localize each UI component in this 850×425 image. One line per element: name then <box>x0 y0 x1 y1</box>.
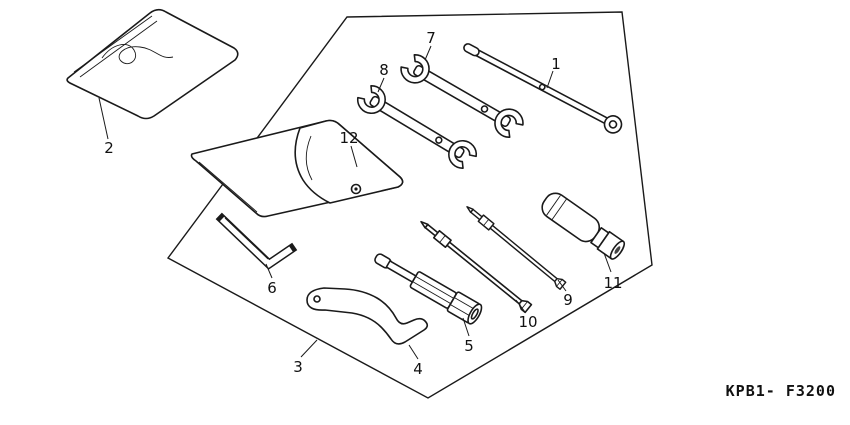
callout-number-3: 3 <box>293 358 303 376</box>
callout-number-9: 9 <box>563 291 573 309</box>
callout-leader-8 <box>377 77 385 93</box>
screwdriver-handle-drawing <box>541 192 626 260</box>
callout-number-8: 8 <box>379 61 389 79</box>
callout-number-2: 2 <box>104 139 114 157</box>
callout-number-11: 11 <box>603 274 622 292</box>
callout-number-10: 10 <box>518 313 537 331</box>
callout-leader-10 <box>515 299 526 313</box>
callout-number-5: 5 <box>464 337 474 355</box>
callout-leader-7 <box>424 45 432 61</box>
callout-number-6: 6 <box>267 279 277 297</box>
pouch-snap-button <box>354 187 358 191</box>
callout-leader-5 <box>462 317 470 337</box>
hook-wrench-drawing <box>306 287 429 345</box>
callout-leader-12 <box>350 145 358 168</box>
callout-leader-6 <box>265 263 273 279</box>
plug-wrench-drawing <box>374 253 483 325</box>
kit-outline-frame <box>166 11 653 399</box>
tool-bag-vinyl-drawing <box>66 8 239 120</box>
handle-bit-socket-hole <box>614 246 621 254</box>
bar-tool-drawing <box>463 43 623 134</box>
callout-leader-3 <box>300 339 318 358</box>
callout-number-12: 12 <box>339 129 358 147</box>
callout-number-4: 4 <box>413 360 423 378</box>
callout-leader-1 <box>546 70 554 89</box>
callout-leader-9 <box>557 279 567 292</box>
callout-leader-2 <box>98 97 109 140</box>
part-code: KPB1- F3200 <box>726 382 836 400</box>
callout-number-1: 1 <box>551 55 561 73</box>
tool-pouch-drawing <box>190 119 404 218</box>
callout-leader-11 <box>603 252 612 273</box>
callout-number-7: 7 <box>426 29 436 47</box>
callout-leader-4 <box>408 344 419 360</box>
hex-key-drawing <box>215 212 298 270</box>
